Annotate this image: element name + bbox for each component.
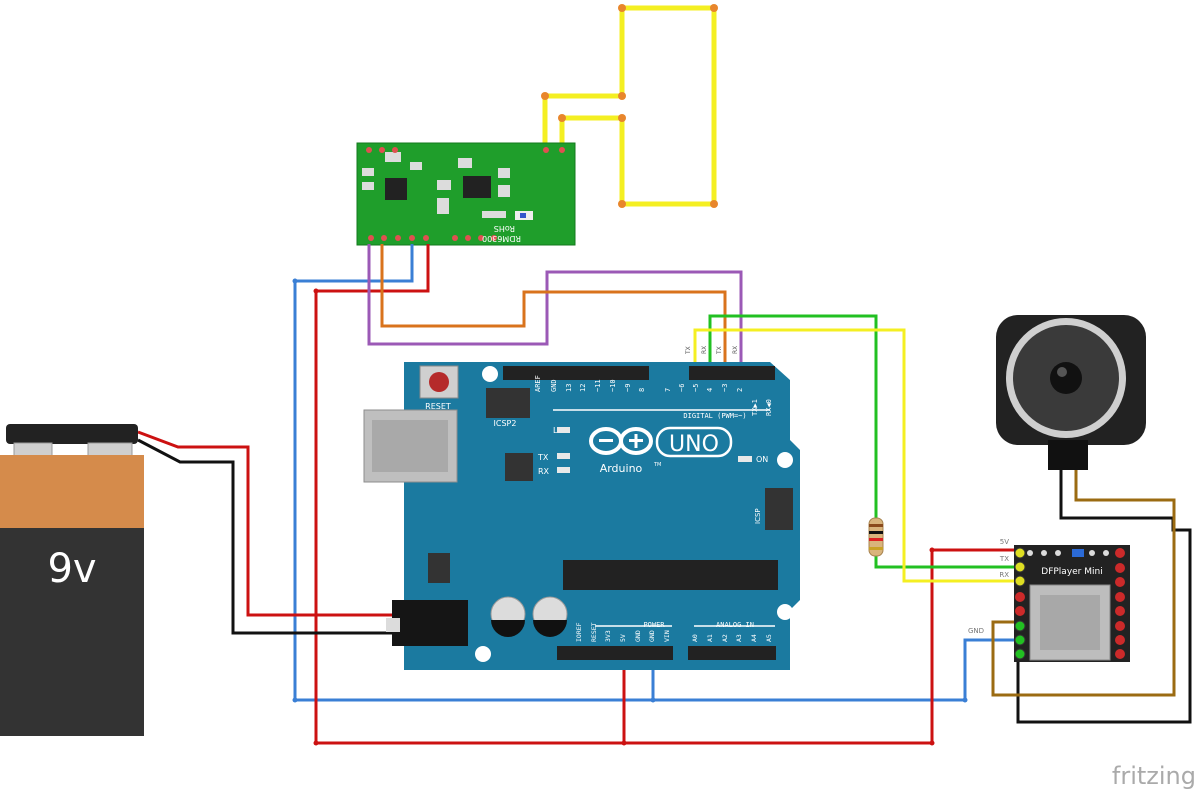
svg-text:GND: GND <box>634 630 642 642</box>
battery-label: 9v <box>47 546 96 592</box>
uno-label: UNO <box>669 432 719 457</box>
svg-text:TX: TX <box>685 346 692 355</box>
svg-text:~6: ~6 <box>678 384 686 392</box>
svg-text:TX: TX <box>537 453 549 462</box>
rfid-label: RDM6300 <box>482 234 521 243</box>
svg-text:~9: ~9 <box>624 384 632 392</box>
svg-text:A5: A5 <box>765 634 773 642</box>
wire-battery-red <box>137 430 392 617</box>
dfplayer-label: DFPlayer Mini <box>1041 567 1102 577</box>
svg-text:12: 12 <box>579 384 587 392</box>
svg-text:13: 13 <box>565 384 573 392</box>
wire-green <box>708 314 878 520</box>
wire-speaker-brown <box>991 470 1176 697</box>
svg-text:RX: RX <box>538 467 550 476</box>
digital-label: DIGITAL (PWM=~) <box>683 412 746 420</box>
svg-text:GND: GND <box>550 379 558 392</box>
svg-text:GND: GND <box>968 627 984 635</box>
battery-9v: 9v <box>0 424 144 736</box>
svg-text:8: 8 <box>638 388 646 392</box>
svg-text:AREF: AREF <box>534 375 542 392</box>
fritzing-watermark: fritzing <box>1112 762 1196 790</box>
svg-text:A0: A0 <box>691 634 699 642</box>
svg-text:TX: TX <box>999 555 1009 563</box>
rfid-module: RDM6300 RoHS <box>356 142 576 246</box>
svg-text:A3: A3 <box>735 634 743 642</box>
svg-text:L: L <box>553 426 558 435</box>
wire-purple <box>367 244 743 373</box>
svg-text:A4: A4 <box>750 634 758 642</box>
svg-text:A2: A2 <box>721 634 729 642</box>
svg-text:VIN: VIN <box>663 630 671 642</box>
svg-text:A1: A1 <box>706 634 714 642</box>
svg-text:GND: GND <box>648 630 656 642</box>
svg-text:TM: TM <box>653 462 661 468</box>
analog-label: ANALOG IN <box>716 621 754 629</box>
antenna-coil <box>542 5 717 207</box>
icsp2-label: ICSP2 <box>494 419 517 428</box>
svg-text:~5: ~5 <box>692 384 700 392</box>
svg-text:TX: TX <box>716 346 723 355</box>
arduino-brand: Arduino <box>600 462 643 475</box>
svg-text:RX◀0: RX◀0 <box>765 399 773 416</box>
antenna-joints <box>541 4 718 208</box>
svg-text:ICSP: ICSP <box>754 508 762 524</box>
svg-text:IOREF: IOREF <box>575 622 583 642</box>
resistor <box>868 517 884 557</box>
wire-speaker-black <box>1016 470 1192 724</box>
svg-text:TX▶1: TX▶1 <box>751 399 759 416</box>
svg-text:~3: ~3 <box>721 384 729 392</box>
power-label: POWER <box>643 621 665 629</box>
reset-label: RESET <box>425 402 451 411</box>
svg-text:RX: RX <box>999 571 1009 579</box>
arduino-logo-icon <box>589 427 653 455</box>
wire-battery-black <box>137 438 392 635</box>
svg-text:~11: ~11 <box>594 379 602 392</box>
svg-text:3V3: 3V3 <box>604 630 612 642</box>
svg-text:5V: 5V <box>619 634 627 642</box>
arduino-uno-board: RESET ICSP2 AREF GND 13 12 ~11 ~10 ~9 8 … <box>363 346 800 670</box>
svg-text:4: 4 <box>706 388 714 392</box>
speaker <box>996 315 1146 470</box>
rfid-rohs: RoHS <box>494 224 515 233</box>
wire-orange <box>380 244 727 373</box>
dfplayer-mini: DFPlayer Mini 5V TX RX GND <box>968 538 1130 662</box>
svg-text:2: 2 <box>736 388 744 392</box>
svg-text:ON: ON <box>756 455 768 464</box>
svg-text:RESET: RESET <box>590 622 598 642</box>
svg-text:RX: RX <box>701 346 708 354</box>
svg-text:7: 7 <box>664 388 672 392</box>
wire-yellow <box>693 328 1020 583</box>
svg-text:5V: 5V <box>1000 538 1009 546</box>
svg-text:~10: ~10 <box>609 379 617 392</box>
svg-text:RX: RX <box>732 346 739 354</box>
wire-green-lower <box>874 555 1020 569</box>
